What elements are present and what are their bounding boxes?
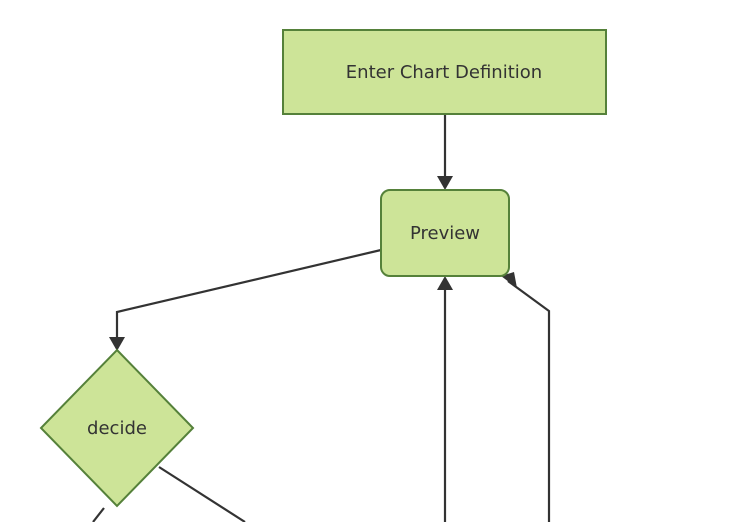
node-enter-chart-definition-shape[interactable] [282,29,607,115]
node-decide[interactable]: decide [39,348,195,508]
edge-decide-bottom-left-line [92,507,105,522]
edge-preview-to-decide-line [115,248,382,343]
edge-preview-to-decide [109,248,382,351]
node-preview-shape[interactable] [380,189,510,277]
arrowhead-down-into-preview [437,176,453,190]
edge-decide-bottom-right-line [158,466,246,522]
arrowhead-up-into-preview-center [437,276,453,290]
node-decide-shape[interactable] [39,348,195,508]
edge-decide-bottom-right [158,466,246,522]
edge-bottom-right-to-preview [501,272,551,522]
node-preview[interactable]: Preview [380,189,510,277]
edge-bottom-right-to-preview-line [507,280,551,522]
node-layer: Enter Chart Definition Preview decide [39,29,607,508]
node-enter-chart-definition[interactable]: Enter Chart Definition [282,29,607,115]
edge-decide-bottom-left [92,507,105,522]
edge-layer [92,114,551,522]
edge-bottom-center-to-preview [437,276,453,522]
arrowhead-upleft-into-preview-right [501,272,517,288]
arrowhead-down-into-decide [109,337,125,351]
edge-enter-to-preview [437,114,453,190]
